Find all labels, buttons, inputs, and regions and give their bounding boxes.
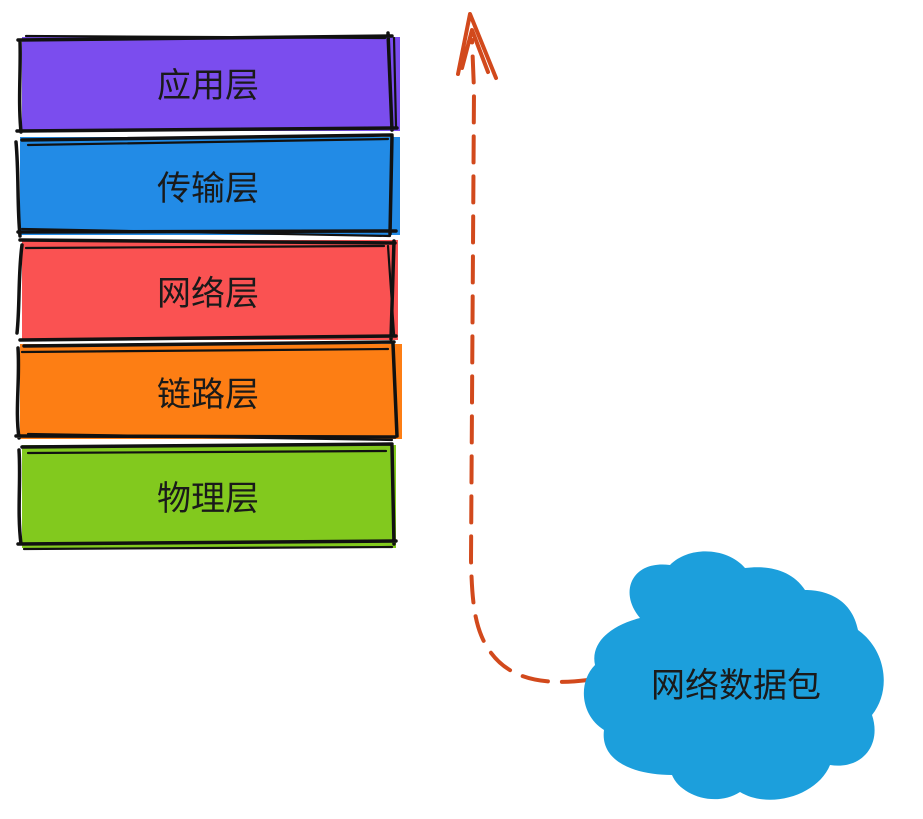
layer-physical-label: 物理层 [157,479,259,519]
layer-network: 网络层 [15,238,398,342]
layer-transport-label: 传输层 [157,169,259,209]
layer-application-outline-extra [24,34,398,128]
layer-application: 应用层 [15,31,400,134]
layer-transport-fill [20,137,400,235]
layer-application-fill [22,37,400,131]
layer-transport: 传输层 [14,133,400,238]
layer-network-fill [22,240,398,340]
layer-application-label: 应用层 [157,66,259,106]
layer-network-outline [15,238,398,342]
layer-link: 链路层 [14,340,402,442]
layer-link-outline-extra [20,347,394,442]
layer-physical-fill [22,445,396,548]
arrow-head [456,12,498,80]
cloud-icon [583,551,884,800]
network-packet-cloud: 网络数据包 [583,551,884,800]
packet-upward-arrow [456,12,590,684]
protocol-stack: 应用层 传输层 网络层 链路层 物理层 [14,31,402,551]
layer-link-outline [14,340,399,440]
layer-network-label: 网络层 [157,274,259,314]
arrow-shaft [469,38,590,684]
cloud-label: 网络数据包 [651,666,821,706]
layer-link-label: 链路层 [157,375,259,415]
layer-transport-outline [14,133,398,238]
layer-network-outline-extra [24,244,396,336]
layer-physical-outline [16,442,398,546]
layer-physical-outline-extra [22,449,394,551]
layer-transport-outline-extra [20,137,392,238]
layer-link-fill [20,344,402,439]
layer-physical: 物理层 [16,442,398,551]
